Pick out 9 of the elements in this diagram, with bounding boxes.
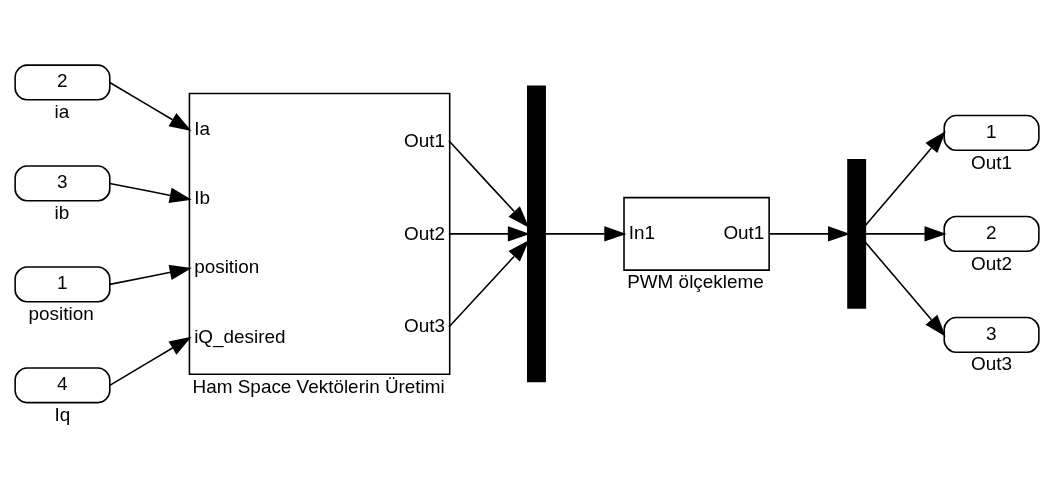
node-label: PWM ölçekleme xyxy=(627,271,764,293)
node-label: Iq xyxy=(54,403,71,425)
node-label: Out2 xyxy=(971,252,1013,274)
node-label: position xyxy=(28,303,94,325)
node-label: Out1 xyxy=(971,151,1013,173)
node-label: ia xyxy=(54,101,70,123)
node-label: Ham Space Vektölerin Üretimi xyxy=(192,375,445,397)
node-label: ib xyxy=(54,202,70,224)
node-label: Out3 xyxy=(971,353,1013,375)
